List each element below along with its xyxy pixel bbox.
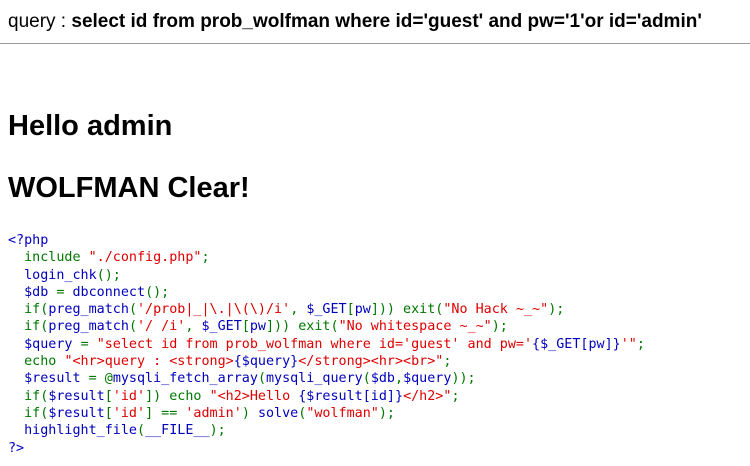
code-token: "select id from prob_wolfman where id='g… bbox=[96, 336, 533, 352]
code-token: ] == bbox=[145, 405, 186, 421]
code-token: ( bbox=[137, 423, 146, 439]
code-line: if(preg_match('/ /i', $_GET[pw])) exit("… bbox=[8, 318, 645, 335]
code-token: pw bbox=[354, 302, 371, 318]
code-token: = bbox=[56, 284, 73, 300]
code-line: if($result['id']) echo "<h2>Hello {$resu… bbox=[8, 388, 645, 405]
code-token: $_GET bbox=[201, 319, 242, 335]
code-token: </h2>" bbox=[403, 388, 452, 404]
code-token: {$_GET[pw]} bbox=[532, 336, 621, 352]
code-token: pw bbox=[249, 319, 266, 335]
code-token: ); bbox=[548, 302, 565, 318]
code-token: (); bbox=[145, 284, 170, 300]
code-token: '/prob|_|\.|\(\)/i' bbox=[137, 302, 291, 318]
code-token: "<h2>Hello bbox=[209, 388, 299, 404]
code-token: $_GET bbox=[306, 302, 347, 318]
code-token: (); bbox=[96, 267, 121, 283]
code-token: ; bbox=[443, 354, 452, 370]
code-line: login_chk(); bbox=[8, 267, 645, 284]
code-token: $query bbox=[403, 371, 452, 387]
code-token: include bbox=[8, 250, 89, 266]
code-token: solve bbox=[257, 405, 299, 421]
code-token: echo bbox=[8, 354, 65, 370]
code-token: $query bbox=[8, 336, 81, 352]
code-token: '" bbox=[620, 336, 637, 352]
code-token: , bbox=[290, 302, 307, 318]
code-token: , bbox=[185, 319, 202, 335]
code-token: 'id' bbox=[112, 388, 146, 404]
clear-heading: WOLFMAN Clear! bbox=[8, 172, 250, 204]
code-token: <?php bbox=[8, 233, 49, 248]
code-token: if( bbox=[8, 319, 49, 335]
code-line: <?php bbox=[8, 232, 645, 249]
code-token: {$result[id]} bbox=[298, 388, 404, 404]
code-line: if($result['id'] == 'admin') solve("wolf… bbox=[8, 405, 645, 422]
code-token: __FILE__ bbox=[145, 423, 210, 439]
code-token: {$query} bbox=[233, 354, 299, 370]
code-token: = bbox=[80, 336, 97, 352]
code-line: $result = @mysqli_fetch_array(mysqli_que… bbox=[8, 370, 645, 387]
code-token: , bbox=[395, 371, 404, 387]
code-token: ( bbox=[257, 371, 266, 387]
code-token: ( bbox=[362, 371, 371, 387]
code-token: "No whitespace ~_~" bbox=[338, 319, 492, 335]
code-token: highlight_file bbox=[8, 423, 137, 439]
code-token: $result bbox=[48, 405, 105, 421]
code-token: $db bbox=[370, 371, 395, 387]
code-token: ( bbox=[298, 405, 307, 421]
code-token: ); bbox=[378, 405, 395, 421]
code-token: 'admin' bbox=[185, 405, 242, 421]
code-token: dbconnect bbox=[72, 284, 146, 300]
code-token: $result bbox=[48, 388, 105, 404]
hello-heading: Hello admin bbox=[8, 110, 173, 142]
code-token: [ bbox=[104, 405, 113, 421]
code-line: echo "<hr>query : <strong>{$query}</stro… bbox=[8, 353, 645, 370]
code-line: ?> bbox=[8, 440, 645, 457]
code-token: "./config.php" bbox=[88, 250, 202, 266]
horizontal-rule bbox=[0, 43, 750, 44]
code-token: preg_match bbox=[48, 302, 129, 318]
code-token: ]) echo bbox=[145, 388, 210, 404]
code-token: </strong><hr><br>" bbox=[298, 354, 444, 370]
code-line: include "./config.php"; bbox=[8, 249, 645, 266]
code-token: ; bbox=[636, 336, 645, 352]
code-token: = @ bbox=[88, 371, 113, 387]
code-token: ; bbox=[451, 388, 460, 404]
code-token: ( bbox=[128, 319, 137, 335]
code-token: [ bbox=[104, 388, 113, 404]
code-line: if(preg_match('/prob|_|\.|\(\)/i', $_GET… bbox=[8, 301, 645, 318]
code-token: if( bbox=[8, 302, 49, 318]
code-token: login_chk bbox=[8, 267, 97, 283]
code-token: if( bbox=[8, 388, 49, 404]
code-token: ( bbox=[128, 302, 137, 318]
code-token: preg_match bbox=[48, 319, 129, 335]
query-line: query : select id from prob_wolfman wher… bbox=[8, 10, 702, 34]
code-token: mysqli_query bbox=[266, 371, 363, 387]
code-line: $query = "select id from prob_wolfman wh… bbox=[8, 336, 645, 353]
code-token: )); bbox=[451, 371, 476, 387]
code-token: if( bbox=[8, 405, 49, 421]
code-token: [ bbox=[346, 302, 355, 318]
code-token: ])) exit( bbox=[266, 319, 339, 335]
code-token: $result bbox=[8, 371, 89, 387]
code-token: ])) exit( bbox=[370, 302, 444, 318]
code-token: $db bbox=[8, 284, 57, 300]
code-token: ) bbox=[241, 405, 258, 421]
code-token: 'id' bbox=[112, 405, 146, 421]
code-token: ; bbox=[201, 250, 210, 266]
code-line: highlight_file(__FILE__); bbox=[8, 422, 645, 439]
php-source-code: <?php include "./config.php"; login_chk(… bbox=[8, 232, 645, 457]
code-token: "No Hack ~_~" bbox=[443, 302, 549, 318]
code-token: "wolfman" bbox=[306, 405, 379, 421]
code-token: [ bbox=[241, 319, 250, 335]
code-token: mysqli_fetch_array bbox=[112, 371, 258, 387]
query-sql: select id from prob_wolfman where id='gu… bbox=[71, 11, 702, 32]
code-token: '/ /i' bbox=[137, 319, 186, 335]
code-line: $db = dbconnect(); bbox=[8, 284, 645, 301]
query-label: query : bbox=[8, 11, 72, 32]
code-token: ?> bbox=[8, 440, 25, 456]
code-token: "<hr>query : <strong> bbox=[64, 354, 234, 370]
code-token: ); bbox=[491, 319, 508, 335]
code-token: ); bbox=[209, 423, 226, 439]
